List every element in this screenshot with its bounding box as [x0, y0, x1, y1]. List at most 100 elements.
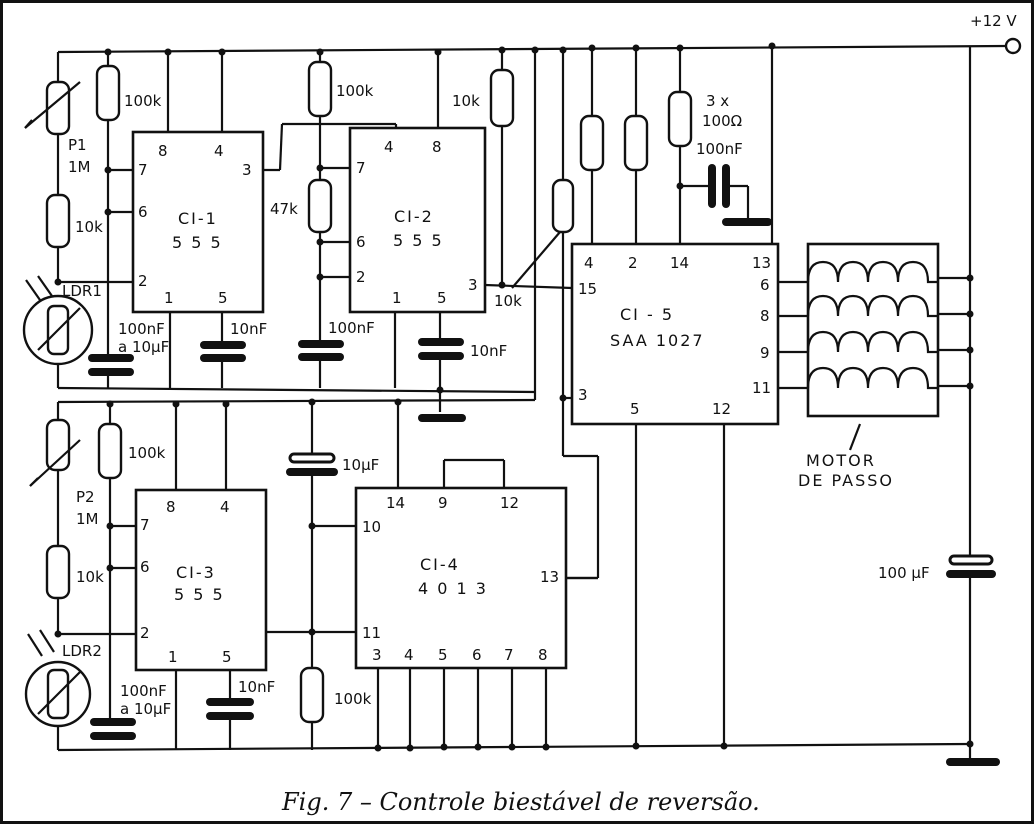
cap-100nf-top: 100nF — [696, 140, 743, 208]
svg-text:3: 3 — [578, 386, 588, 404]
svg-text:4: 4 — [584, 254, 594, 272]
svg-text:5: 5 — [630, 400, 640, 418]
svg-text:100k: 100k — [124, 92, 162, 110]
svg-text:2: 2 — [356, 268, 366, 286]
svg-text:14: 14 — [670, 254, 689, 272]
resistor-ci5-pin4 — [579, 114, 605, 172]
svg-text:2: 2 — [140, 624, 150, 642]
svg-text:1: 1 — [392, 289, 402, 307]
svg-text:8: 8 — [166, 498, 176, 516]
svg-text:5: 5 — [437, 289, 447, 307]
svg-text:100k: 100k — [336, 82, 374, 100]
svg-text:47k: 47k — [270, 200, 298, 218]
resistor-100k-b: 100k — [307, 60, 374, 118]
svg-text:1M: 1M — [68, 158, 91, 176]
figure-caption: Fig. 7 – Controle biestável de reversão. — [281, 788, 760, 816]
svg-text:12: 12 — [712, 400, 731, 418]
svg-text:3: 3 — [468, 276, 478, 294]
svg-text:12: 12 — [500, 494, 519, 512]
svg-text:7: 7 — [504, 646, 514, 664]
svg-text:2: 2 — [138, 272, 148, 290]
svg-text:10k: 10k — [494, 292, 522, 310]
resistor-10k-series — [551, 178, 575, 234]
cap-10nf-b: 10nF — [418, 338, 507, 360]
svg-text:10: 10 — [362, 518, 381, 536]
svg-text:DE PASSO: DE PASSO — [798, 471, 894, 490]
resistor-10k-b: 10k — [45, 544, 104, 600]
svg-text:3: 3 — [242, 161, 252, 179]
svg-text:LDR2: LDR2 — [62, 642, 102, 660]
supply-label: +12 V — [970, 12, 1017, 30]
svg-text:6: 6 — [138, 203, 148, 221]
svg-text:7: 7 — [140, 516, 150, 534]
cap-100nf-b: 100nF — [298, 319, 375, 361]
svg-text:100nF: 100nF — [696, 140, 743, 158]
resistor-ci5-pin2 — [623, 114, 649, 172]
svg-text:11: 11 — [752, 379, 771, 397]
svg-text:1: 1 — [164, 289, 174, 307]
svg-text:1M: 1M — [76, 510, 99, 528]
svg-text:6: 6 — [140, 558, 150, 576]
svg-text:P2: P2 — [76, 488, 95, 506]
svg-text:15: 15 — [578, 280, 597, 298]
svg-text:8: 8 — [432, 138, 442, 156]
cap-10uf: 10µF — [286, 452, 379, 476]
svg-text:9: 9 — [438, 494, 448, 512]
svg-text:4: 4 — [214, 142, 224, 160]
cap-100nf-10uf-b: 100nF a 10µF — [90, 682, 171, 740]
svg-text:CI-2: CI-2 — [394, 207, 434, 226]
cap-100nf-10uf-a: 100nF a 10µF — [88, 320, 169, 376]
svg-text:100k: 100k — [128, 444, 166, 462]
svg-text:5: 5 — [218, 289, 228, 307]
svg-text:4: 4 — [220, 498, 230, 516]
p2-potentiometer: P2 1M — [29, 418, 99, 528]
ldr1: LDR1 — [22, 275, 102, 366]
svg-text:11: 11 — [362, 624, 381, 642]
svg-text:SAA 1027: SAA 1027 — [610, 331, 705, 350]
svg-text:8: 8 — [538, 646, 548, 664]
resistor-100k-a: 100k — [95, 64, 162, 122]
svg-text:10nF: 10nF — [238, 678, 275, 696]
svg-text:MOTOR: MOTOR — [806, 451, 876, 470]
svg-text:4 0 1 3: 4 0 1 3 — [418, 579, 488, 598]
svg-text:9: 9 — [760, 344, 770, 362]
svg-text:1: 1 — [168, 648, 178, 666]
svg-text:13: 13 — [752, 254, 771, 272]
svg-text:10k: 10k — [452, 92, 480, 110]
ci4-chip: 14 9 12 10 13 11 3 4 5 6 7 8 CI-4 4 0 1 … — [354, 486, 568, 670]
resistor-10k-pullup: 10k — [452, 68, 515, 128]
svg-text:10k: 10k — [75, 218, 103, 236]
stepper-motor: MOTOR DE PASSO — [798, 242, 974, 490]
resistor-100k-d: 100k — [299, 666, 372, 724]
ci1-chip: 8 4 3 7 6 2 1 5 CI-1 5 5 5 — [131, 130, 265, 314]
svg-text:3 x: 3 x — [706, 92, 729, 110]
svg-text:LDR1: LDR1 — [62, 282, 102, 300]
svg-text:5: 5 — [438, 646, 448, 664]
svg-text:5 5 5: 5 5 5 — [172, 233, 223, 252]
svg-text:100nF: 100nF — [120, 682, 167, 700]
ci5-chip: 4 2 14 13 15 3 5 12 6 8 9 11 CI - 5 SAA … — [570, 242, 780, 426]
svg-text:a 10µF: a 10µF — [120, 700, 171, 718]
resistor-10k-a: 10k — [45, 193, 103, 249]
svg-text:100k: 100k — [334, 690, 372, 708]
cap-10nf-a: 10nF — [200, 320, 267, 362]
svg-text:CI-1: CI-1 — [178, 209, 218, 228]
resistor-47k: 47k — [270, 178, 333, 234]
resistor-3x100ohm: 3 x 100Ω — [667, 90, 742, 148]
svg-text:100nF: 100nF — [118, 320, 165, 338]
svg-text:7: 7 — [356, 159, 366, 177]
svg-text:4: 4 — [384, 138, 394, 156]
svg-text:CI - 5: CI - 5 — [620, 305, 674, 324]
svg-text:10µF: 10µF — [342, 456, 379, 474]
cap-10nf-c: 10nF — [206, 678, 275, 720]
svg-text:6: 6 — [356, 233, 366, 251]
svg-text:5 5 5: 5 5 5 — [174, 585, 225, 604]
svg-text:a 10µF: a 10µF — [118, 338, 169, 356]
ci3-chip: 8 4 7 6 2 1 5 CI-3 5 5 5 — [134, 488, 268, 672]
svg-text:6: 6 — [472, 646, 482, 664]
svg-text:14: 14 — [386, 494, 405, 512]
svg-text:5 5 5: 5 5 5 — [393, 231, 444, 250]
svg-text:100 µF: 100 µF — [878, 564, 930, 582]
svg-text:CI-4: CI-4 — [420, 555, 460, 574]
